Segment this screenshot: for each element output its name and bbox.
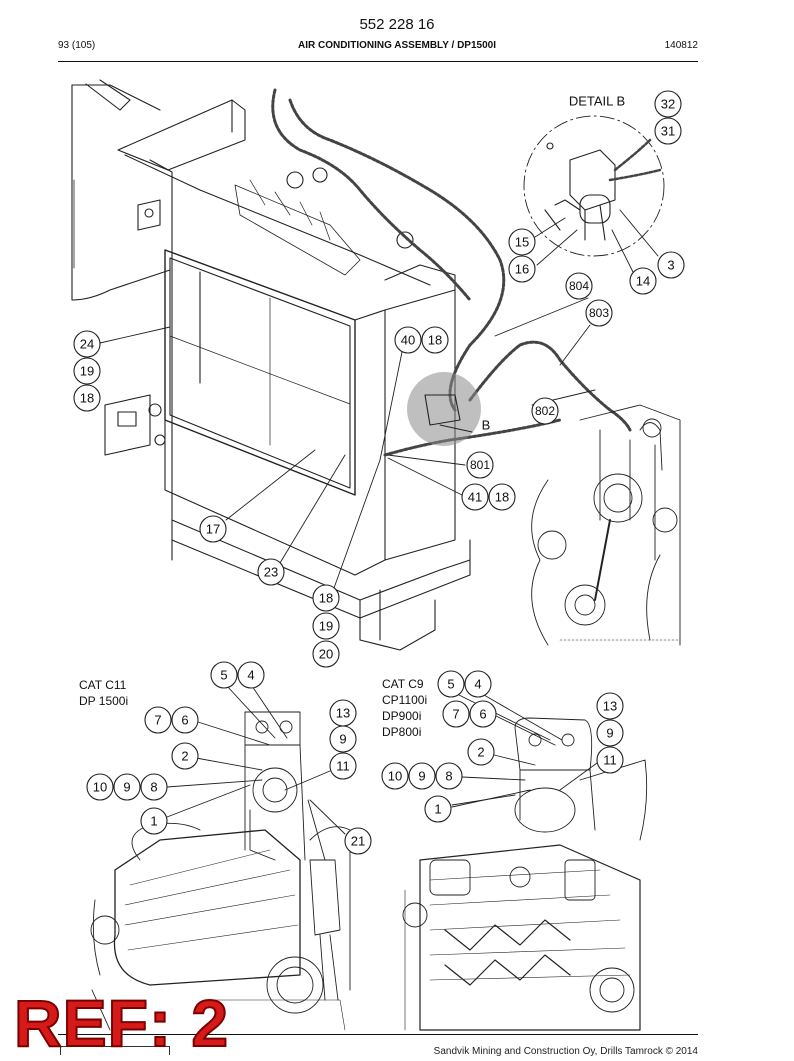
callout-label: 18 — [80, 391, 94, 406]
header-rule — [58, 61, 698, 62]
callout-label: 8 — [150, 780, 157, 795]
callout-label: 10 — [93, 780, 107, 795]
page-title: AIR CONDITIONING ASSEMBLY / DP1500I — [297, 40, 496, 51]
footer-rule — [58, 1034, 698, 1035]
caption-line: CAT C11 — [79, 678, 127, 692]
footer-copyright: Sandvik Mining and Construction Oy, Dril… — [433, 1046, 698, 1057]
callout-label: 2 — [181, 749, 188, 764]
callout-label: 40 — [401, 333, 415, 348]
engine-cat-c9-drawing — [402, 717, 648, 1031]
callout-circles — [73, 90, 685, 855]
callout-label: 9 — [418, 769, 425, 784]
callout-label: 5 — [220, 668, 227, 683]
callout-label: 7 — [452, 707, 459, 722]
callout-label: 24 — [80, 337, 94, 352]
caption-line: DP 1500i — [79, 694, 129, 708]
engine-top-right-drawing — [531, 404, 681, 646]
callout-label: 15 — [515, 235, 529, 250]
callout-label: 9 — [606, 726, 613, 741]
callout-label: 4 — [247, 668, 254, 683]
callout-label: 13 — [603, 699, 617, 714]
callout-label: 13 — [336, 706, 350, 721]
caption-line: DP800i — [382, 725, 422, 739]
callout-label: 19 — [319, 619, 333, 634]
callout-label: 23 — [264, 565, 278, 580]
detail-b-marker: B — [482, 418, 491, 433]
callout-label: 3 — [667, 258, 674, 273]
detail-b-title: DETAIL B — [569, 94, 625, 109]
callout-label: 803 — [589, 306, 609, 320]
callout-label: 14 — [636, 274, 650, 289]
callout-label: 1 — [434, 802, 441, 817]
callout-label: 18 — [495, 490, 509, 505]
callout-label: 802 — [535, 404, 555, 418]
callout-label: 9 — [123, 780, 130, 795]
leader-lines — [99, 209, 659, 835]
caption-line: DP900i — [382, 709, 422, 723]
callout-label: 41 — [468, 490, 482, 505]
page-number: 93 (105) — [58, 40, 96, 51]
callout-label: 16 — [515, 262, 529, 277]
callout-label: 17 — [206, 522, 220, 537]
callout-label: 18 — [319, 591, 333, 606]
callout-label: 11 — [336, 759, 350, 774]
caption-cat-c9: CAT C9 CP1100i DP900i DP800i — [382, 676, 427, 740]
callout-label: 4 — [474, 677, 481, 692]
callout-label: 6 — [479, 707, 486, 722]
callout-label: 18 — [428, 333, 442, 348]
callout-label: 801 — [470, 458, 490, 472]
callout-label: 21 — [351, 834, 365, 849]
revision-date: 140812 — [664, 40, 698, 51]
caption-cat-c11: CAT C11 DP 1500i — [79, 677, 128, 709]
callout-label: 9 — [339, 732, 346, 747]
caption-line: CAT C9 — [382, 677, 424, 691]
ref-overlay-label: REF: 2 — [13, 985, 230, 1061]
detail-b-area — [407, 372, 481, 446]
callout-label: 7 — [154, 713, 161, 728]
callout-label: 5 — [447, 677, 454, 692]
callout-label: 11 — [603, 753, 617, 768]
document-number: 552 228 16 — [359, 16, 435, 33]
caption-line: CP1100i — [382, 693, 428, 707]
detail-b-inset — [523, 115, 665, 257]
brand-logo — [60, 1046, 170, 1055]
callout-label: 1 — [150, 814, 157, 829]
callout-label: 6 — [181, 713, 188, 728]
engine-cat-c11-drawing — [90, 711, 351, 1031]
callout-label: 2 — [477, 745, 484, 760]
callout-label: 20 — [319, 647, 333, 662]
callout-label: 31 — [661, 124, 675, 139]
callout-label: 8 — [445, 769, 452, 784]
callout-label: 804 — [569, 279, 589, 293]
callout-label: 19 — [80, 364, 94, 379]
callout-label: 32 — [661, 97, 675, 112]
callout-label: 10 — [388, 769, 402, 784]
